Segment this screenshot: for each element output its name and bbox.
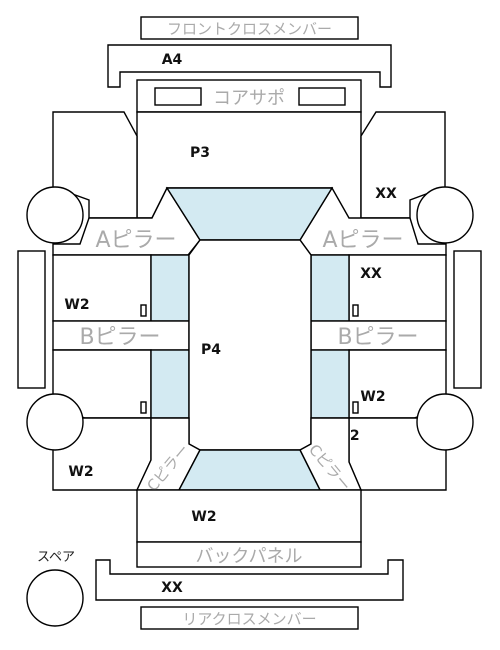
rear-wheel-right[interactable]	[416, 393, 474, 451]
front-cross-member[interactable]	[107, 44, 392, 88]
door-handle-rear-right[interactable]	[352, 401, 359, 414]
rocker-panel-right[interactable]	[453, 250, 482, 389]
code-front-cross: A4	[162, 52, 183, 68]
code-rear-cross: XX	[161, 580, 183, 596]
door-handle-front-right[interactable]	[352, 304, 359, 317]
rear-cross-member[interactable]	[95, 559, 404, 601]
door-handle-rear-left[interactable]	[140, 401, 147, 414]
rear-side-window-left[interactable]	[150, 349, 190, 419]
front-door-left[interactable]	[52, 254, 152, 322]
a-pillar-right-label: Aピラー	[322, 228, 403, 253]
code-rear-left-area: W2	[68, 464, 93, 480]
trunk-lid[interactable]	[136, 489, 362, 543]
code-b-pillar-right-upper: XX	[360, 266, 382, 282]
rear-side-window-right[interactable]	[310, 349, 350, 419]
b-pillar-left[interactable]	[52, 320, 190, 351]
back-panel-label: バックパネル	[195, 546, 302, 567]
code-core-support-area: P3	[190, 145, 210, 161]
b-pillar-right-label: Bピラー	[337, 325, 418, 350]
front-side-window-left[interactable]	[150, 254, 190, 322]
code-b-pillar-left-upper: W2	[64, 297, 89, 313]
front-fender-right[interactable]	[360, 111, 446, 219]
a-pillar-left-label: Aピラー	[95, 228, 176, 253]
front-side-window-right[interactable]	[310, 254, 350, 322]
front-cross-member-box[interactable]	[140, 16, 359, 40]
rear-cross-member-box[interactable]	[140, 606, 359, 630]
rocker-panel-left[interactable]	[17, 250, 46, 389]
code-cabin: P4	[201, 342, 221, 358]
code-a-pillar-right-area: XX	[375, 186, 397, 202]
code-trunk: W2	[191, 509, 216, 525]
back-panel[interactable]	[136, 541, 362, 568]
headlight-left[interactable]	[154, 87, 202, 106]
front-wheel-right[interactable]	[416, 186, 474, 244]
spare-tire[interactable]	[26, 569, 84, 627]
headlight-right[interactable]	[298, 87, 346, 106]
rear-cross-member-label: リアクロスメンバー	[182, 610, 316, 628]
front-door-right[interactable]	[348, 254, 447, 322]
b-pillar-right[interactable]	[310, 320, 447, 351]
front-wheel-left[interactable]	[26, 186, 84, 244]
spare-label: スペア	[37, 550, 75, 565]
door-handle-front-left[interactable]	[140, 304, 147, 317]
rear-window[interactable]	[177, 449, 322, 491]
core-support-label: コアサポ	[213, 88, 285, 109]
front-cross-member-label: フロントクロスメンバー	[167, 20, 332, 38]
code-b-pillar-right-lower: W2	[360, 389, 385, 405]
b-pillar-left-label: Bピラー	[79, 325, 160, 350]
rear-wheel-left[interactable]	[26, 393, 84, 451]
